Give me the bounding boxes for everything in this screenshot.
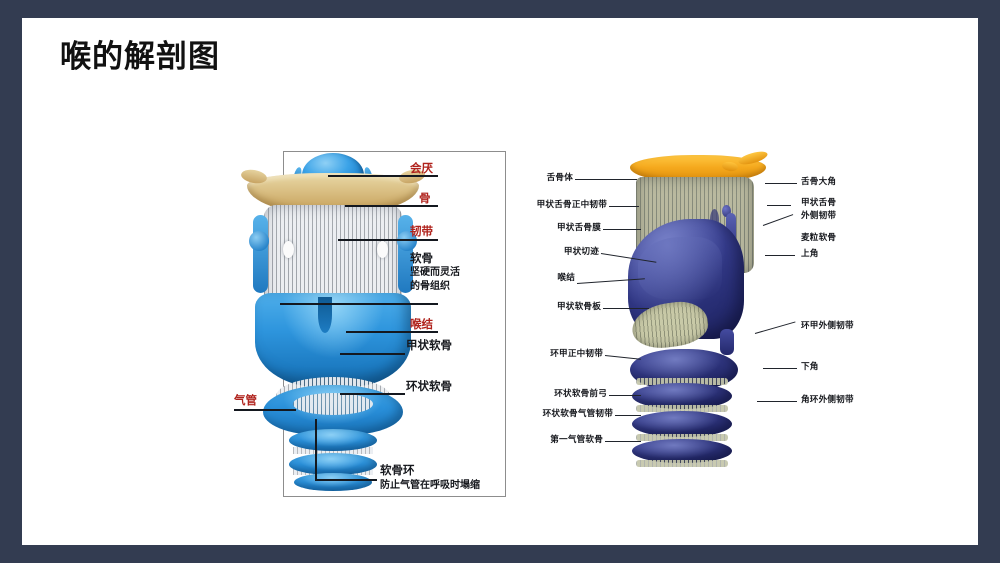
right-larynx-illustration [622, 149, 782, 483]
leader-right-median-thyrohyoid [609, 206, 639, 207]
tracheal-ring-3 [294, 473, 372, 491]
figure-right-atlas: 舌骨体 甲状舌骨正中韧带 甲状舌骨膜 甲状切迹 喉结 甲状软骨板 环甲正中韧带 … [517, 143, 892, 493]
tracheal-ring-right-3 [632, 439, 732, 463]
triticeal-cartilage-shape [722, 205, 731, 217]
leader-right-thyrohyoid-membrane [603, 229, 641, 230]
thyroid-lamina-shape [638, 237, 722, 299]
membrane-vessel-left [283, 241, 294, 258]
label-right-thyrohyoid-membrane: 甲状舌骨膜 [557, 223, 601, 233]
label-right-greater-horn: 舌骨大角 [801, 177, 837, 187]
label-right-inferior-horn: 下角 [801, 362, 819, 372]
label-right-superior-horn: 上角 [801, 249, 819, 259]
tracheal-band-right-1 [636, 378, 728, 385]
label-right-triticeal-cartilage: 麦粒软骨 [801, 233, 837, 243]
figure-left-schematic: 会厌 骨 韧带 软骨 坚硬而灵活 的骨组织 喉结 甲状软骨 环状软骨 气管 软骨… [220, 131, 510, 499]
leader-line-thyroid-cartilage [340, 353, 405, 355]
label-right-adams-apple: 喉结 [557, 273, 575, 283]
label-right-lateral-thyrohyoid-line1: 甲状舌骨 [801, 198, 837, 208]
triticeal-cartilage-right [397, 231, 417, 251]
leader-line-adams-apple [346, 331, 438, 333]
leader-line-epiglottis [328, 175, 438, 177]
label-right-lateral-cricothyroid-ligament: 环甲外侧韧带 [801, 321, 854, 331]
leader-line-ligament [338, 239, 438, 241]
leader-line-trachea [234, 409, 296, 411]
label-right-cricoid-arch: 环状软骨前弓 [554, 389, 607, 399]
label-cartilage-ring-desc: 防止气管在呼吸时塌缩 [380, 480, 480, 491]
tracheal-band-right-3 [636, 434, 728, 441]
label-cartilage-desc-2: 的骨组织 [410, 281, 450, 292]
leader-line-cricoid-cartilage [340, 393, 405, 395]
triticeal-cartilage-left [249, 231, 269, 251]
label-ligament: 韧带 [410, 224, 433, 238]
leader-line-bone [345, 205, 438, 207]
leader-line-cartilage-ring-riser [315, 419, 317, 479]
label-right-lateral-thyrohyoid-line2: 外侧韧带 [801, 211, 837, 221]
leader-right-thyroid-lamina [603, 308, 649, 309]
label-bone: 骨 [419, 191, 431, 205]
label-epiglottis: 会厌 [410, 161, 433, 175]
label-right-lateral-cricotracheal-ligament: 角环外侧韧带 [801, 395, 854, 405]
leader-line-cartilage-ring [315, 479, 377, 481]
label-right-thyroid-notch: 甲状切迹 [563, 247, 599, 257]
superior-horn-left [253, 215, 268, 293]
inferior-horn-shape [720, 329, 734, 355]
leader-right-lateral-cricotracheal [757, 401, 797, 402]
label-cartilage-desc-1: 坚硬而灵活 [410, 267, 460, 278]
label-right-thyroid-lamina: 甲状软骨板 [557, 302, 601, 312]
leader-line-cartilage [280, 303, 438, 305]
label-right-median-cricothyroid-ligament: 环甲正中韧带 [550, 349, 603, 359]
tracheal-ring-right-1 [632, 383, 732, 409]
leader-right-greater-horn [765, 183, 797, 184]
leader-right-superior-horn [765, 255, 795, 256]
leader-right-cricoid-arch [609, 395, 641, 396]
page-title: 喉的解剖图 [60, 39, 220, 75]
leader-right-first-tracheal [605, 441, 641, 442]
leader-right-inferior-horn [763, 368, 797, 369]
label-cricoid-cartilage: 环状软骨 [406, 379, 452, 393]
label-right-first-tracheal-cartilage: 第一气管软骨 [550, 435, 603, 445]
leader-right-lateral-thyrohyoid [767, 205, 791, 206]
leader-right-cricotracheal [615, 415, 641, 416]
tracheal-ring-2 [289, 453, 377, 475]
tracheal-band-right-2 [636, 405, 728, 412]
tracheal-band-right-4 [636, 460, 728, 467]
tracheal-ring-right-2 [632, 411, 732, 437]
label-right-cricotracheal-ligament: 环状软骨气管韧带 [542, 409, 613, 419]
cricoid-aperture-shape [293, 393, 373, 415]
label-right-hyoid-body: 舌骨体 [546, 173, 573, 183]
label-adams-apple: 喉结 [410, 317, 433, 331]
tracheal-ring-1 [289, 429, 377, 451]
thyroid-notch-shape [318, 297, 332, 333]
leader-right-hyoid-body [575, 179, 637, 180]
membrane-vessel-right [377, 241, 388, 258]
left-larynx-illustration [240, 153, 426, 491]
label-right-median-thyrohyoid-ligament: 甲状舌骨正中韧带 [536, 200, 607, 210]
label-cartilage-ring-title: 软骨环 [380, 463, 415, 477]
thyroid-cartilage-shape [255, 293, 411, 387]
label-thyroid-cartilage: 甲状软骨 [406, 338, 452, 352]
label-trachea: 气管 [234, 393, 257, 407]
slide-canvas: 喉的解剖图 [22, 18, 978, 545]
label-cartilage-title: 软骨 [410, 251, 433, 265]
